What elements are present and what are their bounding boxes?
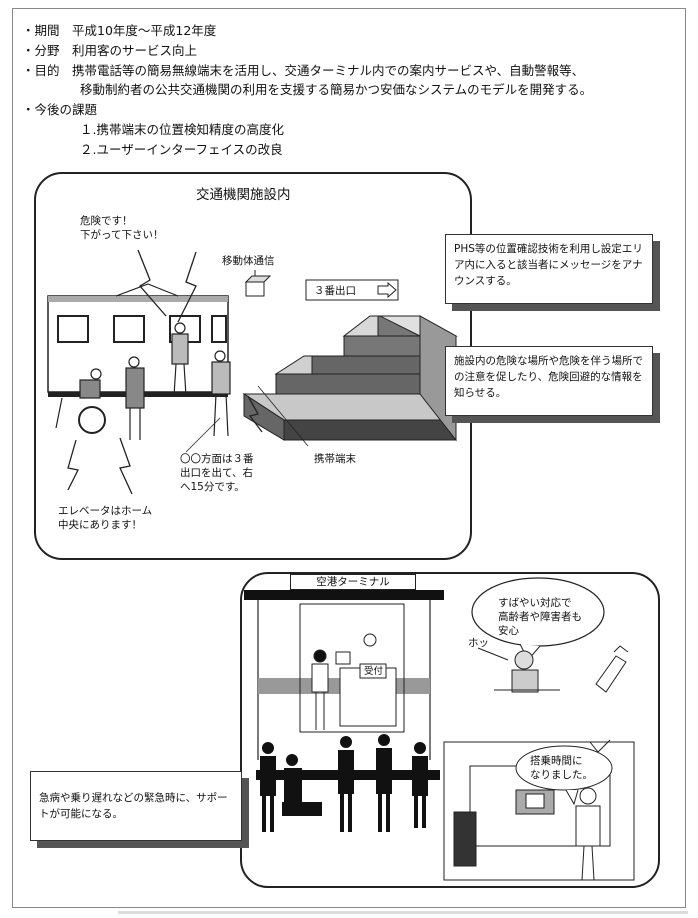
guide-line-3: へ15分です。 [180, 481, 245, 493]
crowd-silhouette-icon [260, 734, 428, 832]
bubble-line-2: 高齢者や障害者も [498, 611, 582, 623]
elevator-line-1: エレベータはホーム [58, 505, 153, 517]
airport-title: 空港ターミナル [290, 574, 416, 590]
speech-bubble-icon [515, 745, 613, 806]
issue-2: ２.ユーザーインターフェイスの改良 [80, 142, 283, 157]
info-box-2: 施設内の危険な場所や危険を伴う場所での注意を促したり、危険回避的な情報を知らせる… [445, 346, 653, 416]
issues-title: ・今後の課題 [22, 102, 98, 117]
issue-1: １.携帯端末の位置検知精度の高度化 [80, 122, 284, 137]
purpose-line-2: 移動制約者の公共交通機関の利用を支援する簡易かつ安価なシステムのモデルを開発する… [80, 82, 593, 97]
guide-line-1: 〇〇方面は３番 [180, 453, 254, 465]
elevator-line-2: 中央にあります！ [58, 519, 142, 531]
danger-line-2: 下がって下さい！ [80, 229, 164, 241]
page-frame [12, 8, 686, 908]
transmitter-icon [244, 270, 272, 297]
mobile-comm-label: 移動体通信 [222, 255, 275, 267]
pointer-lines [185, 385, 309, 453]
danger-line-1: 危険です！ [80, 215, 133, 227]
exit-sign-icon [305, 279, 399, 301]
bubble-line-1: すばやい対応で [498, 597, 572, 609]
emergency-box: 急病や乗り遅れなどの緊急時に、サポートが可能になる。 [30, 771, 242, 841]
exit-sign-label: ３番出口 [314, 285, 356, 297]
terminal-gate-icon [244, 590, 444, 780]
staff-icon [311, 633, 377, 730]
info-box-1: PHS等の位置確認技術を利用し設定エリア内に入ると該当者にメッセージをアナウンス… [445, 234, 653, 304]
people-icon [55, 322, 231, 440]
bubble-line-3: 安心 [498, 625, 519, 637]
period-line: ・期間 平成10年度〜平成12年度 [22, 23, 217, 38]
purpose-line-1: ・目的 携帯電話等の簡易無線端末を活用し、交通ターミナル内での案内サービスや、自… [22, 63, 585, 78]
radio-signal-icon [67, 249, 263, 495]
terminal-label: 携帯端末 [314, 453, 356, 465]
facility-title: 交通機関施設内 [196, 187, 291, 203]
hotto-label: ホッ [468, 637, 489, 649]
boarding-line-2: なりました。 [530, 769, 593, 781]
phone-icon [595, 645, 629, 693]
guide-line-2: 出口を出て、右 [180, 467, 253, 479]
reception-label: 受付 [364, 666, 384, 677]
thought-bubble-icon [471, 577, 605, 661]
boarding-line-1: 搭乗時間に [530, 755, 583, 767]
field-line: ・分野 利用客のサービス向上 [22, 43, 198, 58]
elderly-person-icon [477, 647, 560, 693]
bottom-rule [118, 911, 688, 914]
